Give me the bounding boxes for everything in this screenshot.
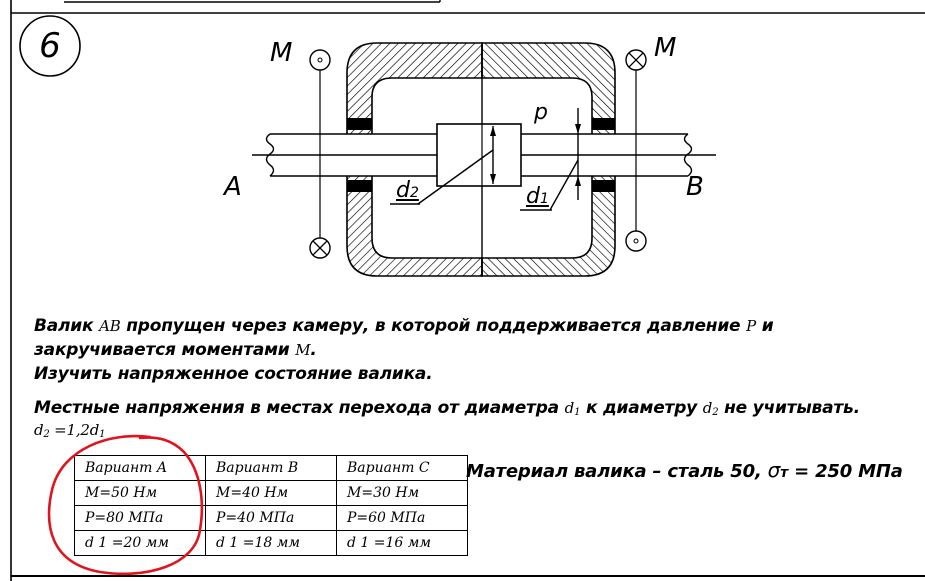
statement-line-2: закручивается моментами M. <box>34 340 317 360</box>
problem-number-circle <box>19 15 81 77</box>
table-cell: d 1 =20 мм <box>74 530 206 556</box>
label-A: A <box>224 172 242 202</box>
table-cell: P=80 МПа <box>74 505 206 531</box>
table-header-cell: Вариант B <box>205 455 337 481</box>
label-d2: d2 <box>396 178 419 203</box>
table-cell: d 1 =16 мм <box>336 530 468 556</box>
table-cell: M=30 Нм <box>336 480 468 506</box>
label-d1: d1 <box>526 184 549 209</box>
label-M-left: M <box>270 38 293 68</box>
label-B: B <box>686 172 704 202</box>
table-header-cell: Вариант A <box>74 455 206 481</box>
statement-line-3: Изучить напряженное состояние валика. <box>34 364 433 384</box>
table-cell: d 1 =18 мм <box>205 530 337 556</box>
problem-number: 6 <box>39 26 61 66</box>
shaft-enlarged-section <box>436 123 522 187</box>
table-row: d 1 =20 мм d 1 =18 мм d 1 =16 мм <box>74 530 468 556</box>
variants-table: Вариант A Вариант B Вариант C M=50 Нм M=… <box>74 455 468 556</box>
table-row: M=50 Нм M=40 Нм M=30 Нм <box>74 480 468 506</box>
label-M-right: M <box>654 33 677 63</box>
label-p: p <box>534 100 548 125</box>
moment-dot-symbol-bottom-right <box>625 230 647 252</box>
seal-right-bottom <box>592 180 615 192</box>
table-row: Вариант A Вариант B Вариант C <box>74 455 468 481</box>
material-note: Материал валика – сталь 50, σт = 250 МПа <box>466 458 903 482</box>
statement-line-4: Местные напряжения в местах перехода от … <box>34 398 860 418</box>
problem-number-badge: 6 <box>18 14 82 78</box>
table-header-cell: Вариант C <box>336 455 468 481</box>
statement-line-1: Валик AB пропущен через камеру, в которо… <box>34 316 774 336</box>
seal-left-bottom <box>347 180 372 192</box>
seal-left-top <box>347 118 372 130</box>
table-cell: M=40 Нм <box>205 480 337 506</box>
moment-dot-symbol-top-left <box>309 49 331 71</box>
seal-right-top <box>592 118 615 130</box>
statement-line-5: d2 =1,2d1 <box>34 421 106 440</box>
shaft-chamber-drawing <box>252 42 716 277</box>
